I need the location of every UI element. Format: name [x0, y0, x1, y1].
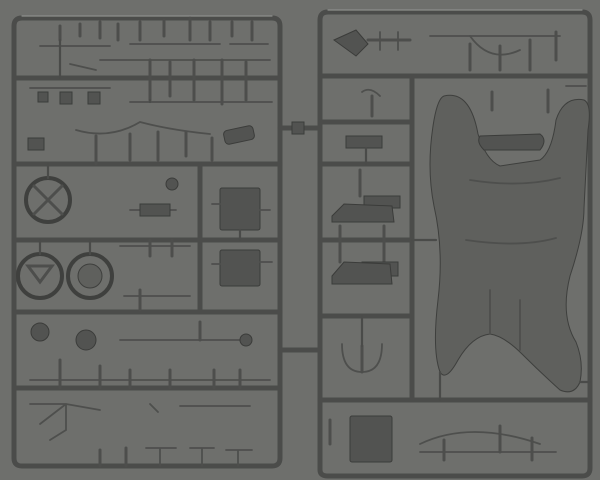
chassis-frame — [429, 88, 590, 393]
left-blocks — [211, 187, 273, 287]
right-bottom-parts — [328, 415, 557, 463]
left-sprue-frame — [11, 15, 283, 469]
left-top-rods — [39, 16, 269, 47]
right-top-parts — [333, 29, 587, 87]
right-left-column-parts — [331, 88, 401, 374]
left-exhaust-pipe — [27, 121, 255, 166]
left-lower-parts — [29, 320, 271, 468]
sprue-connectors — [277, 121, 323, 353]
attachment-gates — [38, 38, 592, 402]
left-axle-rods — [29, 58, 273, 106]
